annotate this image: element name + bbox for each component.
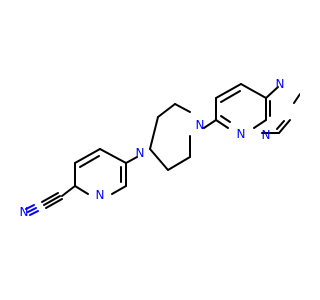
atom-n-bridge: N xyxy=(262,128,271,142)
piperazine-pyridazine-bond xyxy=(203,119,217,129)
atom-n-piperazine-left: N xyxy=(136,146,145,160)
atom-n-nitrile: N xyxy=(20,205,29,219)
pyridine-ring xyxy=(61,148,127,197)
piperazine-ring xyxy=(149,103,191,171)
pyridine-piperazine-bond xyxy=(125,156,138,164)
imidazole-ring xyxy=(253,86,291,134)
atom-n-imidazole: N xyxy=(276,77,285,91)
structure-svg: N N N N N N N xyxy=(20,77,300,219)
atom-n-pyridine: N xyxy=(96,188,105,202)
atom-n-pyridazine: N xyxy=(237,127,246,141)
molecule-diagram: N N N N N N N xyxy=(20,77,300,219)
pyridazine-ring xyxy=(215,83,267,129)
nitrile-bond xyxy=(25,192,63,216)
methyl-bond xyxy=(293,93,300,104)
atom-n-piperazine-right: N xyxy=(196,118,205,132)
